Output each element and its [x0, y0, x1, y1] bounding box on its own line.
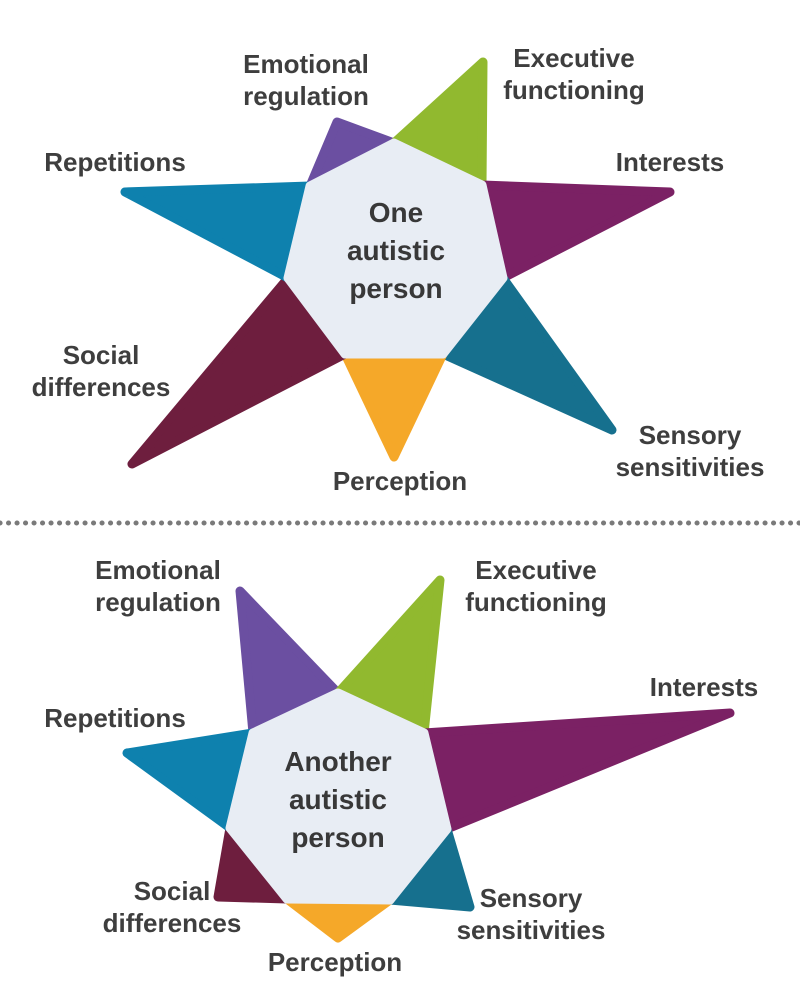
label-line: sensitivities	[456, 915, 606, 945]
label-repetitions-0: Repetitions	[44, 146, 186, 178]
label-interests-1: Interests	[650, 671, 758, 703]
center-heptagon-another-autistic-person	[225, 688, 452, 905]
center-label-line: autistic	[346, 235, 446, 266]
diagram-another-autistic-person	[122, 575, 735, 943]
label-line: functioning	[465, 587, 607, 617]
label-line: Social	[62, 340, 140, 370]
label-line: Interests	[649, 672, 759, 702]
label-line: functioning	[503, 75, 645, 105]
center-label-one-autistic-person: One autistic person	[347, 194, 445, 308]
label-line: regulation	[95, 587, 221, 617]
spike-repetitions	[120, 181, 315, 283]
label-line: Social	[133, 876, 211, 906]
label-line: sensitivities	[615, 452, 765, 482]
label-line: Repetitions	[44, 703, 186, 733]
center-label-line: One	[368, 197, 424, 228]
label-interests-0: Interests	[616, 146, 724, 178]
label-line: Executive	[475, 555, 597, 585]
label-line: Sensory	[479, 883, 583, 913]
center-label-another-autistic-person: Another autistic person	[284, 743, 391, 857]
center-label-line: person	[291, 822, 385, 853]
spike-perception	[340, 349, 448, 462]
label-line: Emotional	[243, 49, 369, 79]
diagram-one-autistic-person	[120, 57, 675, 469]
spike-interests	[419, 708, 735, 834]
label-line: Emotional	[95, 555, 221, 585]
label-perception-1: Perception	[268, 946, 402, 978]
label-line: Repetitions	[44, 147, 186, 177]
label-repetitions-1: Repetitions	[44, 702, 186, 734]
label-perception-0: Perception	[333, 465, 467, 497]
label-line: Sensory	[638, 420, 742, 450]
label-line: regulation	[243, 81, 369, 111]
center-label-line: Another	[284, 746, 392, 777]
center-label-line: autistic	[288, 784, 388, 815]
spike-interests	[477, 180, 675, 283]
center-heptagon-one-autistic-person	[283, 138, 508, 359]
center-label-line: person	[349, 273, 443, 304]
spike-perception	[282, 894, 395, 943]
label-line: differences	[102, 908, 242, 938]
label-line: Executive	[513, 43, 635, 73]
label-line: Interests	[615, 147, 725, 177]
label-line: differences	[31, 372, 171, 402]
label-line: Perception	[267, 947, 403, 977]
label-line: Perception	[332, 466, 468, 496]
